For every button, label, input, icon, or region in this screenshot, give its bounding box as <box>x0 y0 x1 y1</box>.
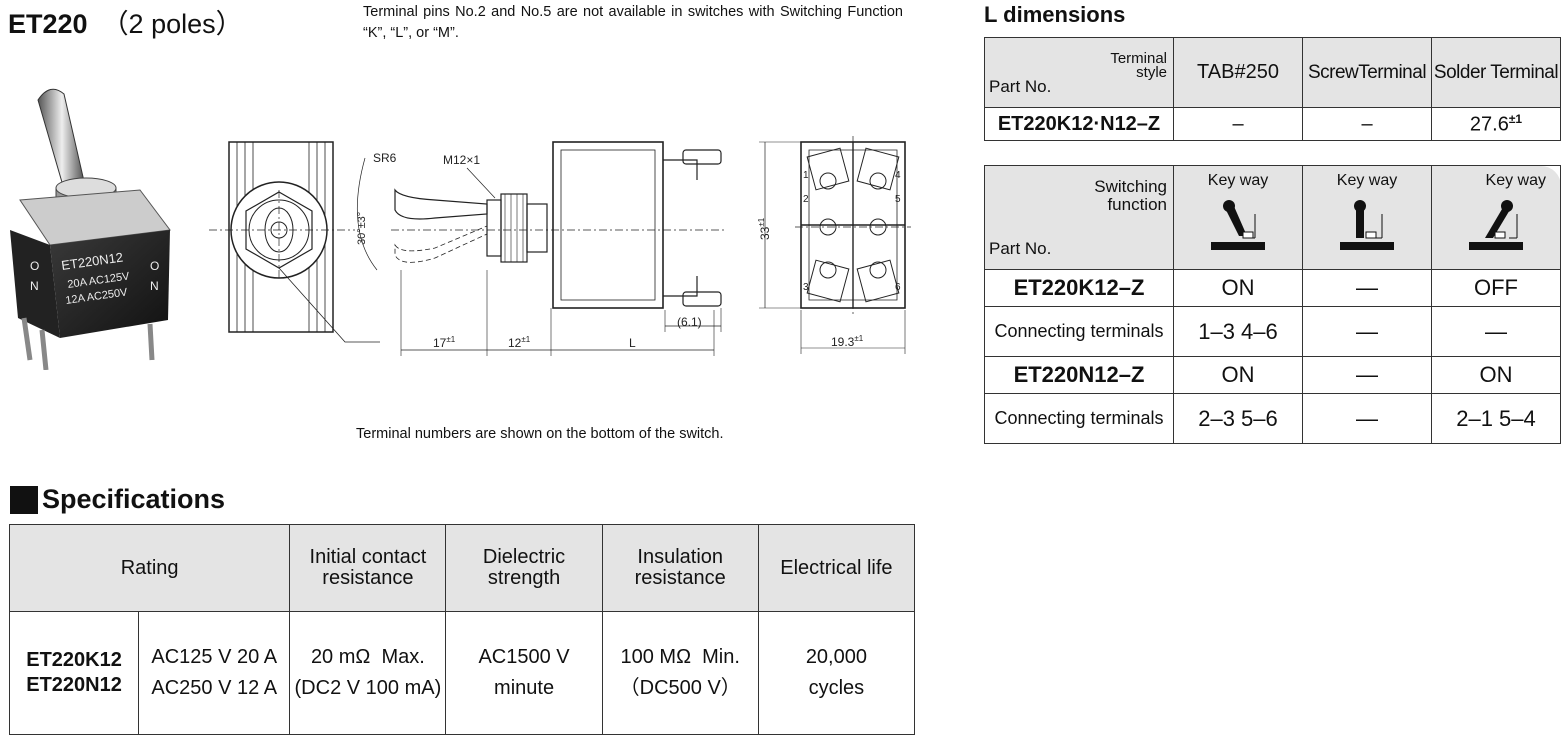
dim-l: L <box>629 336 636 350</box>
row-k12-terminals-3: — <box>1431 306 1561 357</box>
l-dim-val-3: 27.6±1 <box>1431 107 1561 141</box>
thread-label: M12×1 <box>443 153 480 167</box>
row-k12-terminals-2: — <box>1302 306 1432 357</box>
col-tab250: TAB#250 <box>1173 37 1303 108</box>
drawing-caption: Terminal numbers are shown on the bottom… <box>356 426 724 442</box>
bottom-view: 33±1 1 2 3 4 5 6 19.3±1 <box>757 136 911 354</box>
dim-12: 12±1 <box>508 335 531 350</box>
photo-mark-4: N <box>150 279 159 293</box>
l-dim-val-2: – <box>1302 107 1432 141</box>
front-view <box>209 141 380 343</box>
l-dimensions-table: Terminal style Part No. TAB#250 ScrewTer… <box>984 37 1561 141</box>
row-k12-val-2: — <box>1302 269 1432 307</box>
photo-mark-3: O <box>150 259 159 273</box>
terminal-4: 4 <box>895 170 901 181</box>
l-dim-corner: Terminal style Part No. <box>984 37 1174 108</box>
photo-mark-1: O <box>30 259 39 273</box>
terminal-6: 6 <box>895 282 901 293</box>
l-dim-val-1: – <box>1173 107 1303 141</box>
technical-drawing: SR6 M12×1 30°±3° 17±1 12±1 L (6.1) 33±1 … <box>209 136 911 356</box>
sr-label: SR6 <box>373 151 397 165</box>
col-solder: Solder Terminal <box>1431 37 1561 108</box>
lever-right-icon <box>1469 200 1523 250</box>
life-header: Electrical life <box>757 524 916 612</box>
insulation-cell: 100 MΩ Min.（DC500 V） <box>601 611 759 735</box>
switching-table: Switching function Part No. Key way Key … <box>984 165 1561 444</box>
col-screw: ScrewTerminal <box>1302 37 1432 108</box>
contact-header: Initial contact resistance <box>289 524 447 612</box>
terminal-3: 3 <box>803 282 809 293</box>
row-k12-terminals-label: Connecting terminals <box>984 306 1174 357</box>
terminal-2: 2 <box>803 194 809 205</box>
row-n12-val-3: ON <box>1431 356 1561 394</box>
dim-17: 17±1 <box>433 335 456 350</box>
angle-label: 30°±3° <box>356 212 368 245</box>
terminal-1: 1 <box>803 170 809 181</box>
terminal-note: Terminal pins No.2 and No.5 are not avai… <box>363 4 903 41</box>
product-title: ET220 （2 poles） <box>8 2 243 41</box>
switching-corner: Switching function Part No. <box>984 165 1174 270</box>
row-k12-val-1: ON <box>1173 269 1303 307</box>
row-n12-val-1: ON <box>1173 356 1303 394</box>
row-n12-terminals-3: 2–1 5–4 <box>1431 393 1561 444</box>
row-n12-val-2: — <box>1302 356 1432 394</box>
row-k12-label: ET220K12–Z <box>984 269 1174 307</box>
side-view: SR6 M12×1 30°±3° 17±1 12±1 L (6.1) <box>356 141 725 356</box>
dim-19-3: 19.3±1 <box>831 334 864 349</box>
lever-center-icon <box>1340 200 1394 250</box>
rating-header: Rating <box>8 524 291 612</box>
switch-photo: ET220N12 20A AC125V 12A AC250V O N O N <box>10 88 171 370</box>
poles-label: （2 poles） <box>101 9 243 39</box>
model-name: ET220 <box>8 9 88 39</box>
keyway-col-3: Key way <box>1431 165 1561 270</box>
dim-33: 33±1 <box>757 217 772 240</box>
row-k12-val-3: OFF <box>1431 269 1561 307</box>
row-n12-terminals-label: Connecting terminals <box>984 393 1174 444</box>
keyway-col-1: Key way <box>1173 165 1303 270</box>
specifications-table: Rating Initial contact resistance Dielec… <box>8 524 916 735</box>
dim-tab: (6.1) <box>677 315 702 329</box>
photo-mark-2: N <box>30 279 39 293</box>
terminal-5: 5 <box>895 194 901 205</box>
l-dimensions-heading: L dimensions <box>984 2 1126 27</box>
dielectric-header: Dielectric strength <box>445 524 603 612</box>
contact-cell: 20 mΩ Max.(DC2 V 100 mA) <box>289 611 447 735</box>
specifications-heading: Specifications <box>10 484 225 515</box>
insulation-header: Insulation resistance <box>601 524 759 612</box>
heading-square-icon <box>10 485 38 514</box>
row-k12-terminals-1: 1–3 4–6 <box>1173 306 1303 357</box>
row-n12-terminals-1: 2–3 5–6 <box>1173 393 1303 444</box>
keyway-col-2: Key way <box>1302 165 1432 270</box>
lever-left-icon <box>1211 200 1265 250</box>
row-n12-label: ET220N12–Z <box>984 356 1174 394</box>
l-dim-part: ET220K12·N12–Z <box>984 107 1174 141</box>
row-n12-terminals-2: — <box>1302 393 1432 444</box>
